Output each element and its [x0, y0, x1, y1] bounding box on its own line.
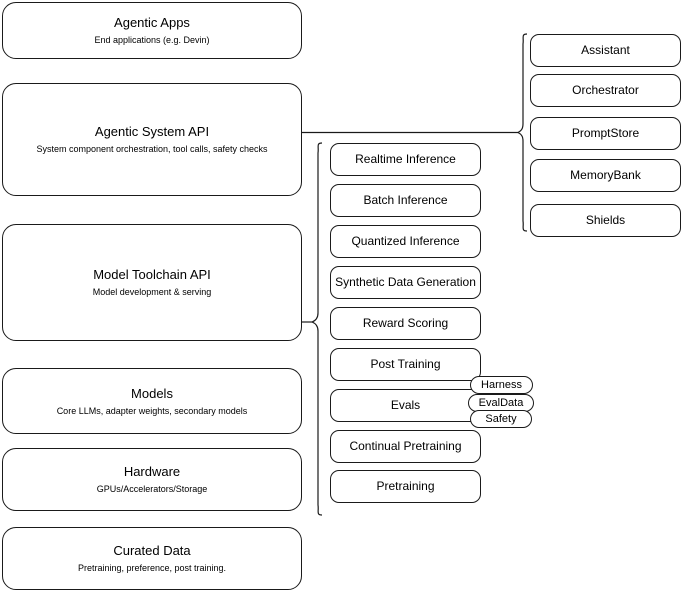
brace-system-components: [516, 33, 528, 232]
capability-title: Synthetic Data Generation: [335, 275, 476, 289]
capability-realtime-inference[interactable]: Realtime Inference: [330, 143, 481, 176]
layer-hardware[interactable]: Hardware GPUs/Accelerators/Storage: [2, 448, 302, 511]
layer-title: Agentic System API: [94, 124, 210, 139]
component-memorybank[interactable]: MemoryBank: [530, 159, 681, 192]
capability-title: Quantized Inference: [351, 234, 460, 248]
capability-evals[interactable]: Evals: [330, 389, 481, 422]
layer-subtitle: GPUs/Accelerators/Storage: [96, 484, 208, 494]
layer-model-toolchain-api[interactable]: Model Toolchain API Model development & …: [2, 224, 302, 341]
component-title: PromptStore: [571, 126, 640, 140]
capability-reward-scoring[interactable]: Reward Scoring: [330, 307, 481, 340]
capability-title: Post Training: [370, 357, 441, 371]
capability-title: Realtime Inference: [355, 152, 456, 166]
capability-batch-inference[interactable]: Batch Inference: [330, 184, 481, 217]
badge-safety[interactable]: Safety: [470, 410, 532, 428]
component-title: Assistant: [581, 43, 630, 57]
capability-title: Evals: [390, 398, 421, 412]
layer-subtitle: End applications (e.g. Devin): [94, 35, 210, 45]
layer-title: Agentic Apps: [114, 15, 190, 30]
layer-title: Model Toolchain API: [93, 267, 211, 282]
layer-subtitle: Pretraining, preference, post training.: [77, 563, 227, 573]
layer-agentic-system-api[interactable]: Agentic System API System component orch…: [2, 83, 302, 196]
layer-subtitle: Model development & serving: [92, 287, 212, 297]
capability-post-training[interactable]: Post Training: [330, 348, 481, 381]
capability-title: Batch Inference: [363, 193, 448, 207]
badge-harness[interactable]: Harness: [470, 376, 533, 394]
capability-continual-pretraining[interactable]: Continual Pretraining: [330, 430, 481, 463]
component-title: MemoryBank: [570, 168, 641, 182]
brace-toolchain-capabilities: [310, 142, 323, 516]
capability-synthetic-data-generation[interactable]: Synthetic Data Generation: [330, 266, 481, 299]
capability-pretraining[interactable]: Pretraining: [330, 470, 481, 503]
layer-models[interactable]: Models Core LLMs, adapter weights, secon…: [2, 368, 302, 434]
badge-label: EvalData: [478, 396, 524, 409]
component-shields[interactable]: Shields: [530, 204, 681, 237]
capability-title: Reward Scoring: [362, 316, 449, 330]
layer-subtitle: System component orchestration, tool cal…: [36, 144, 268, 154]
layer-title: Curated Data: [113, 543, 191, 558]
layer-agentic-apps[interactable]: Agentic Apps End applications (e.g. Devi…: [2, 2, 302, 59]
capability-title: Continual Pretraining: [349, 439, 462, 453]
capability-quantized-inference[interactable]: Quantized Inference: [330, 225, 481, 258]
component-assistant[interactable]: Assistant: [530, 34, 681, 67]
badge-label: Safety: [485, 412, 517, 425]
layer-curated-data[interactable]: Curated Data Pretraining, preference, po…: [2, 527, 302, 590]
layer-title: Models: [131, 385, 173, 401]
component-title: Orchestrator: [572, 83, 639, 97]
capability-title: Pretraining: [376, 479, 435, 493]
layer-subtitle: Core LLMs, adapter weights, secondary mo…: [56, 405, 248, 416]
component-promptstore[interactable]: PromptStore: [530, 117, 681, 150]
badge-label: Harness: [481, 378, 522, 391]
layer-title: Hardware: [123, 464, 181, 479]
component-orchestrator[interactable]: Orchestrator: [530, 74, 681, 107]
component-title: Shields: [585, 213, 626, 227]
